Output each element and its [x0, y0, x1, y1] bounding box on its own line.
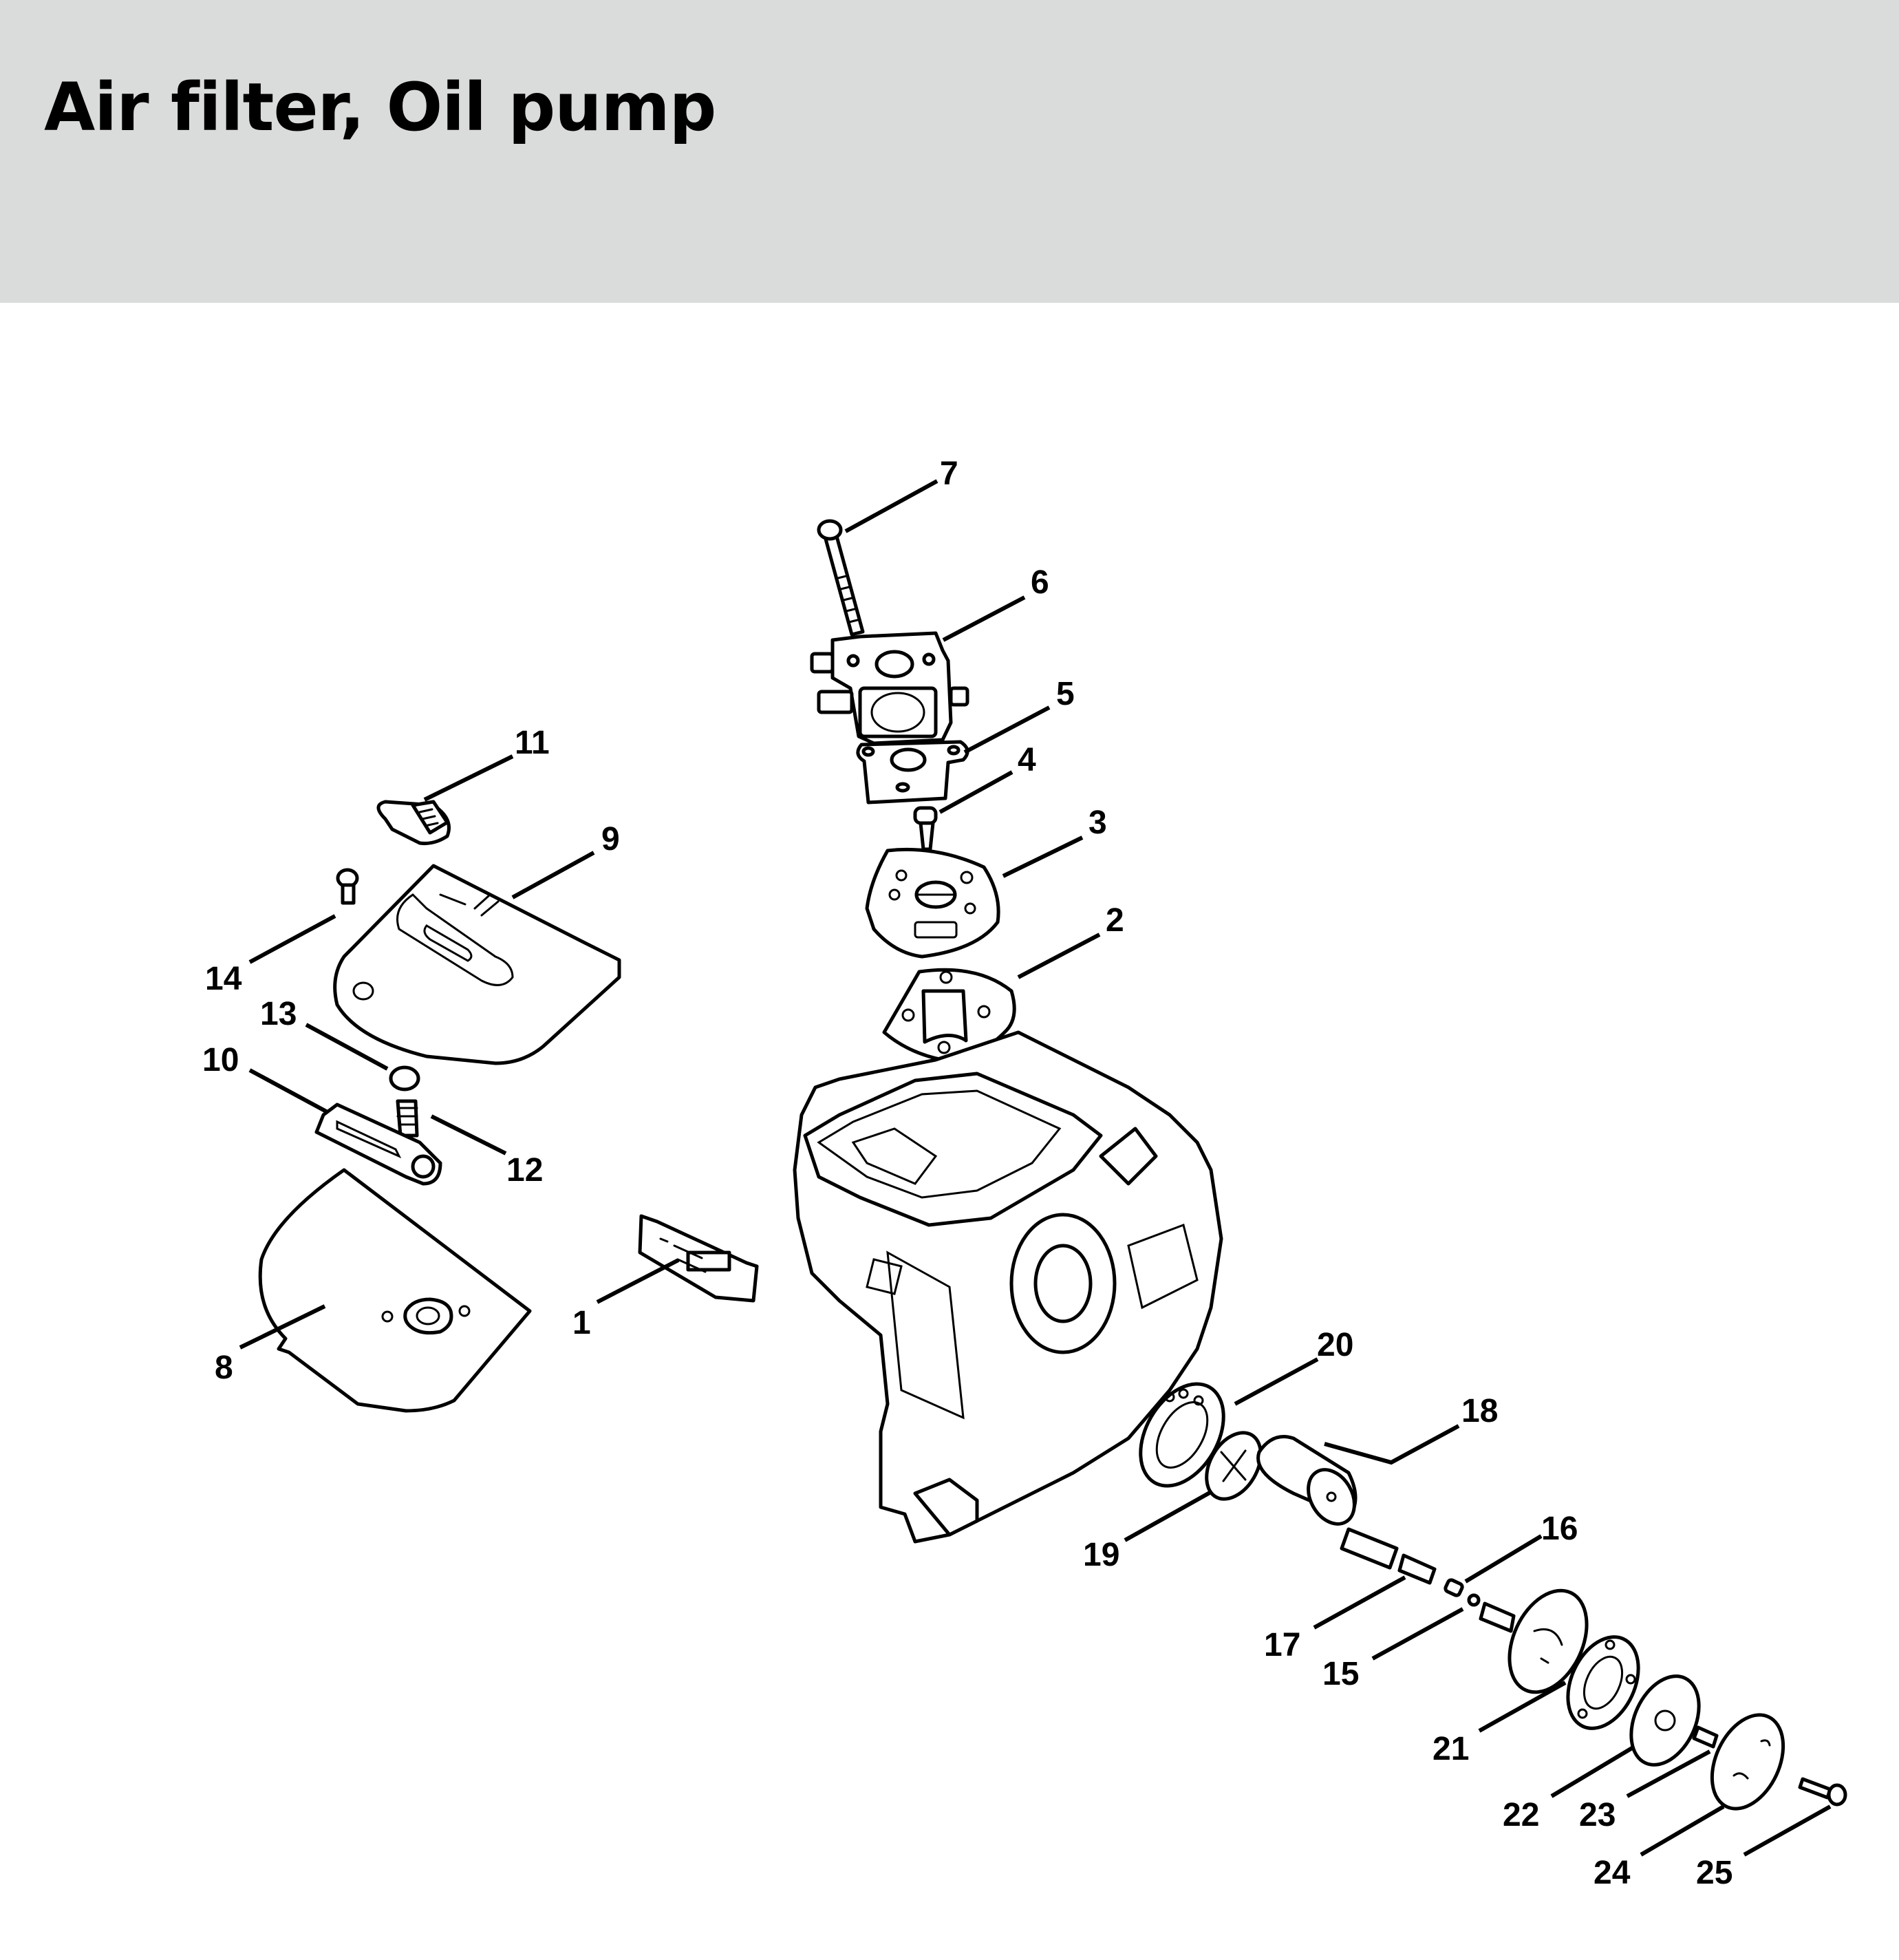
leader-10: [248, 1068, 329, 1114]
part-5-carburetor-gasket[interactable]: [856, 740, 969, 805]
leader-14: [248, 914, 336, 964]
part-6-carburetor[interactable]: [810, 631, 969, 745]
part-25-screw[interactable]: [1798, 1777, 1847, 1807]
callout-labels: 7 6 5 4 3 2 11 9 14 13 10 12 8 1 20 18 1…: [202, 456, 1732, 1891]
part-10-slide[interactable]: [314, 1102, 442, 1186]
callout-5: 5: [1056, 676, 1075, 712]
callout-24: 24: [1594, 1855, 1631, 1891]
callout-16: 16: [1541, 1511, 1578, 1547]
callout-21: 21: [1433, 1731, 1469, 1767]
leader-2: [1017, 933, 1101, 979]
part-18-oil-pump-filter[interactable]: [1256, 1435, 1399, 1570]
leader-3: [1002, 835, 1084, 878]
callout-23: 23: [1579, 1797, 1616, 1833]
callout-8: 8: [215, 1350, 233, 1386]
callout-1: 1: [572, 1305, 591, 1341]
part-16-sleeve[interactable]: [1444, 1578, 1464, 1597]
leader-17: [1313, 1575, 1406, 1630]
leader-15: [1371, 1607, 1464, 1661]
part-1-insert[interactable]: [638, 1214, 759, 1303]
callout-7: 7: [940, 456, 958, 492]
part-11-clip[interactable]: [376, 800, 451, 845]
page-title: Air filter, Oil pump: [44, 69, 716, 146]
callout-3: 3: [1088, 805, 1107, 841]
leader-19: [1124, 1490, 1212, 1542]
leader-12: [430, 1114, 507, 1155]
callout-17: 17: [1264, 1627, 1300, 1663]
leader-7: [844, 479, 938, 533]
leader-5: [963, 705, 1051, 754]
callout-22: 22: [1503, 1797, 1539, 1833]
callout-13: 13: [260, 996, 297, 1032]
part-4-screw[interactable]: [913, 806, 938, 851]
callout-10: 10: [202, 1042, 239, 1078]
callout-15: 15: [1322, 1656, 1359, 1692]
leader-18: [1324, 1424, 1460, 1465]
part-12-spring[interactable]: [396, 1099, 419, 1138]
part-21-pump-housing[interactable]: [1479, 1578, 1602, 1705]
part-19-disc[interactable]: [1196, 1423, 1272, 1509]
leader-6: [942, 595, 1026, 642]
leader-4: [938, 770, 1013, 814]
leader-25: [1743, 1804, 1832, 1857]
leader-22: [1550, 1746, 1633, 1798]
callout-11: 11: [515, 725, 550, 761]
leader-9: [511, 851, 595, 899]
callout-12: 12: [506, 1152, 543, 1189]
part-23-diaphragm[interactable]: [1618, 1665, 1719, 1776]
part-7-bolt[interactable]: [817, 519, 865, 637]
part-9-air-filter-cover[interactable]: [333, 864, 621, 1065]
part-24-pump-cover[interactable]: [1698, 1703, 1797, 1820]
leader-lines: [239, 479, 1832, 1857]
part-13-ball[interactable]: [389, 1065, 420, 1091]
part-22-gasket[interactable]: [1554, 1626, 1653, 1740]
callout-19: 19: [1083, 1537, 1119, 1573]
leader-1: [596, 1258, 680, 1304]
leader-8: [239, 1304, 326, 1350]
callout-6: 6: [1031, 564, 1049, 601]
callout-9: 9: [601, 821, 620, 858]
leader-24: [1640, 1804, 1725, 1857]
page-header: Air filter, Oil pump: [0, 0, 1899, 303]
part-3-flange[interactable]: [865, 847, 1000, 959]
callout-4: 4: [1018, 742, 1036, 778]
leader-23: [1626, 1749, 1711, 1798]
leader-16: [1464, 1534, 1543, 1584]
callout-18: 18: [1461, 1393, 1498, 1429]
part-17-nipple[interactable]: [1397, 1553, 1437, 1585]
crankcase[interactable]: [793, 1030, 1223, 1544]
callout-2: 2: [1106, 902, 1124, 939]
part-2-gasket[interactable]: [882, 968, 1016, 1062]
leader-21: [1478, 1681, 1567, 1733]
callout-14: 14: [205, 961, 242, 997]
part-14-screw[interactable]: [336, 868, 359, 905]
leader-13: [305, 1023, 389, 1071]
leader-20: [1234, 1357, 1319, 1406]
callout-25: 25: [1696, 1855, 1732, 1891]
part-8-base-plate[interactable]: [258, 1168, 532, 1413]
callout-20: 20: [1317, 1327, 1353, 1363]
part-15-o-ring[interactable]: [1467, 1593, 1481, 1607]
leader-11: [423, 754, 514, 802]
